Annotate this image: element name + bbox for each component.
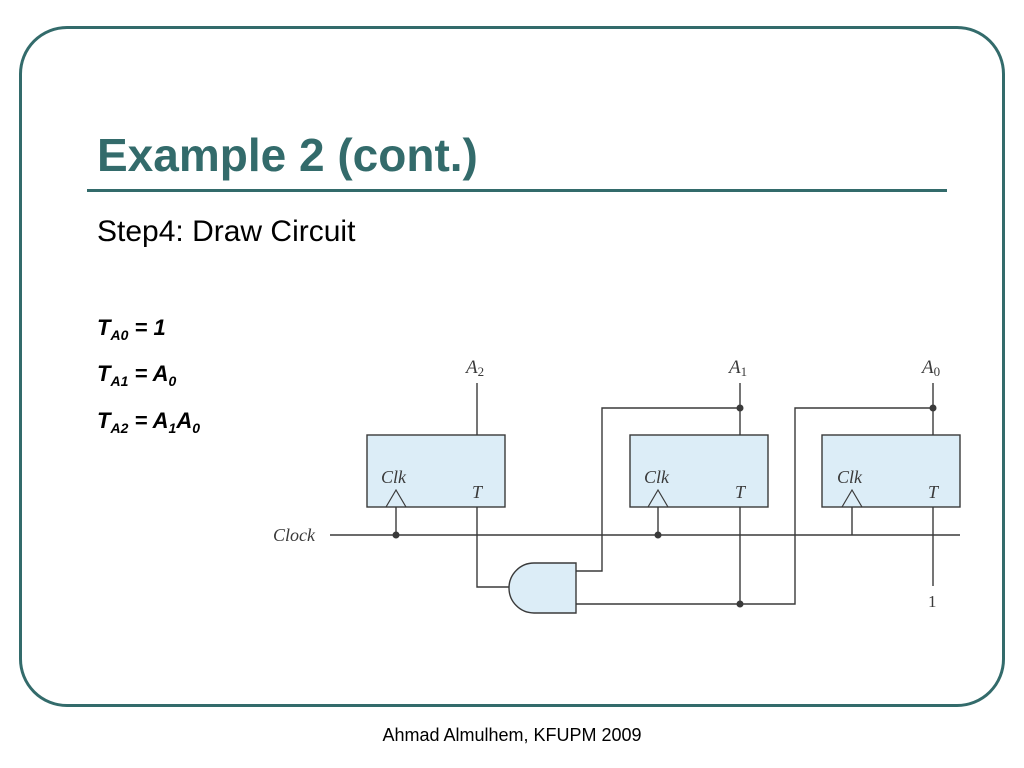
clock-triangle-ff0: [841, 488, 863, 508]
output-label-a2: A2: [464, 357, 484, 379]
flipflop-a0: [821, 434, 961, 508]
t-label-ff2: T: [472, 482, 484, 502]
equation-ta0: TA0 = 1: [97, 315, 166, 343]
output-label-a0: A0: [920, 357, 940, 379]
wire-a0-feedback: [576, 407, 933, 605]
clock-input-label: Clock: [273, 525, 316, 545]
equation-ta1: TA1 = A0: [97, 361, 177, 389]
const-input-label: 1: [928, 592, 937, 611]
junction-a0: [929, 404, 937, 412]
clk-label-ff2: Clk: [381, 467, 407, 487]
wire-a1-to-and: [576, 407, 740, 572]
junction-clk-ff2: [392, 531, 400, 539]
clk-label-ff0: Clk: [837, 467, 863, 487]
t-label-ff0: T: [928, 482, 940, 502]
junction-t-a1: [736, 600, 744, 608]
and-gate: [508, 562, 577, 614]
wire-and-to-t-a2: [476, 507, 509, 588]
clock-triangle-ff1: [647, 488, 669, 508]
flipflop-a2: [366, 434, 506, 508]
t-label-ff1: T: [735, 482, 747, 502]
clock-triangle-ff2: [385, 488, 407, 508]
equation-ta2: TA2 = A1A0: [97, 408, 200, 436]
junction-clk-ff1: [654, 531, 662, 539]
slide-title: Example 2 (cont.): [97, 129, 478, 181]
flipflop-a1: [629, 434, 769, 508]
title-divider: [87, 189, 947, 192]
slide-frame: [19, 26, 1005, 707]
footer-credit: Ahmad Almulhem, KFUPM 2009: [382, 725, 642, 745]
step-heading: Step4: Draw Circuit: [97, 215, 356, 248]
clk-label-ff1: Clk: [644, 467, 670, 487]
output-label-a1: A1: [727, 357, 747, 379]
junction-a1: [736, 404, 744, 412]
